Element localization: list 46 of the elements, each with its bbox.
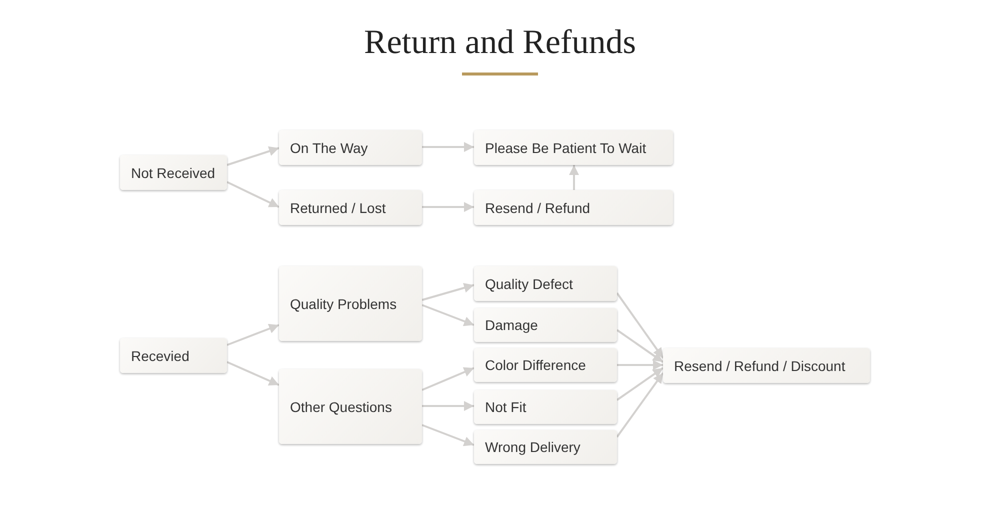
box-label: Not Fit	[485, 399, 526, 415]
arrow	[226, 146, 280, 166]
box-label: Damage	[485, 317, 538, 333]
process-box	[120, 338, 227, 373]
box-label: Wrong Delivery	[485, 439, 580, 455]
process-box	[474, 390, 617, 424]
process-box	[279, 130, 422, 165]
box-label: Resend / Refund	[485, 200, 590, 216]
arrow	[422, 202, 474, 212]
box-label: Returned / Lost	[290, 200, 386, 216]
arrow	[569, 165, 579, 190]
process-box	[279, 369, 422, 444]
box-label: Please Be Patient To Wait	[485, 140, 646, 156]
arrow	[617, 360, 663, 370]
box-label: Quality Defect	[485, 276, 573, 292]
arrow	[422, 424, 474, 446]
process-box	[474, 308, 617, 342]
box-label: Resend / Refund / Discount	[674, 358, 846, 374]
arrow	[422, 401, 474, 411]
arrow	[422, 282, 474, 301]
arrow	[616, 372, 664, 438]
arrow	[422, 367, 474, 391]
box-label: Not Received	[131, 164, 216, 180]
arrow	[616, 329, 664, 363]
process-box	[474, 430, 617, 464]
process-box	[474, 130, 673, 165]
arrow	[226, 361, 280, 386]
title: Return and Refunds	[364, 24, 636, 62]
box-label: Color Difference	[485, 357, 586, 373]
box-label: On The Way	[290, 140, 368, 156]
box-label: Quality Problems	[290, 296, 397, 312]
arrow	[226, 324, 280, 346]
arrow	[422, 304, 474, 326]
process-box	[120, 155, 227, 190]
process-box	[663, 348, 870, 383]
process-box	[279, 266, 422, 341]
box-label: Other Questions	[290, 398, 392, 414]
process-box	[474, 190, 673, 225]
process-box	[474, 266, 617, 301]
arrow	[422, 142, 474, 152]
arrow	[616, 292, 664, 359]
arrow	[616, 367, 664, 401]
box-label: Recevied	[131, 348, 190, 364]
arrow	[226, 181, 280, 208]
process-box	[474, 348, 617, 382]
process-box	[279, 190, 422, 225]
